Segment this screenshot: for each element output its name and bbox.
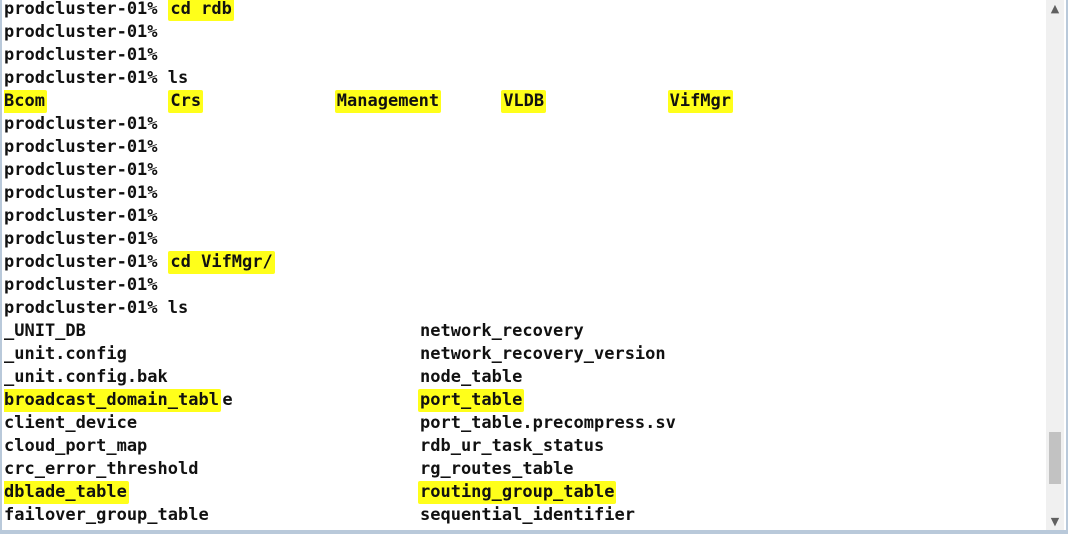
terminal-line: prodcluster-01% [4, 274, 1044, 297]
terminal-text: crc_error_threshold [4, 459, 199, 479]
terminal-line: dblade_table routing_group_table [4, 481, 1044, 504]
terminal-text: prodcluster-01% [4, 183, 158, 203]
terminal-text: prodcluster-01% [4, 160, 158, 180]
terminal-text: client_device [4, 413, 138, 433]
terminal-text: sequential_identifier [420, 505, 635, 525]
terminal-line: prodcluster-01% [4, 136, 1044, 159]
terminal-line: _UNIT_DB network_recovery [4, 320, 1044, 343]
highlighted-text: routing_group_table [418, 481, 617, 504]
highlighted-text: Crs [168, 90, 204, 113]
terminal-text: prodcluster-01% [4, 0, 168, 19]
terminal-line: prodcluster-01% cd VifMgr/ [4, 251, 1044, 274]
terminal-line: failover_group_table sequential_identifie… [4, 504, 1044, 527]
terminal-line: _unit.config network_recovery_version [4, 343, 1044, 366]
scroll-down-arrow-icon[interactable]: ▼ [1050, 515, 1060, 528]
terminal-text: prodcluster-01% [4, 206, 158, 226]
terminal-line: prodcluster-01% [4, 182, 1044, 205]
highlighted-text: VLDB [501, 90, 547, 113]
highlighted-text: Bcom [4, 90, 47, 113]
terminal-text: _unit.config [4, 344, 127, 364]
terminal-line: _unit.config.bak node_table [4, 366, 1044, 389]
terminal-text: prodcluster-01% [4, 252, 168, 272]
terminal-text: node_table [420, 367, 523, 387]
terminal-text: network_recovery [420, 321, 584, 341]
terminal-text: rg_routes_table [420, 459, 574, 479]
highlighted-text: cd VifMgr/ [168, 251, 275, 274]
terminal-text: rdb_ur_task_status [420, 436, 605, 456]
terminal-line: prodcluster-01% [4, 159, 1044, 182]
terminal-line: prodcluster-01% ls [4, 297, 1044, 320]
scroll-up-arrow-icon[interactable]: ▲ [1050, 2, 1060, 15]
highlighted-text: Management [334, 90, 442, 113]
highlighted-text: dblade_table [4, 481, 129, 504]
terminal-text: prodcluster-01% [4, 137, 158, 157]
highlighted-text: cd rdb [168, 0, 234, 21]
terminal-line: prodcluster-01% ls [4, 67, 1044, 90]
terminal-line: Bcom Crs Management VLDB VifMgr [4, 90, 1044, 113]
highlighted-text: VifMgr [667, 90, 734, 113]
highlighted-text: broadcast_domain_tabl [4, 389, 221, 412]
terminal-text: prodcluster-01% [4, 45, 158, 65]
terminal-line: prodcluster-01% [4, 228, 1044, 251]
terminal-text: prodcluster-01% ls [4, 298, 189, 318]
terminal-line: prodcluster-01% cd rdb [4, 0, 1044, 21]
terminal-text: e [222, 390, 233, 410]
vertical-scrollbar[interactable]: ▲ ▼ [1046, 0, 1064, 530]
terminal-line: client_device port_table.precompress.sv [4, 412, 1044, 435]
terminal-line: prodcluster-01% [4, 113, 1044, 136]
terminal-line: prodcluster-01% [4, 21, 1044, 44]
terminal-text: cloud_port_map [4, 436, 148, 456]
terminal-text: prodcluster-01% ls [4, 68, 189, 88]
terminal-line: prodcluster-01% [4, 205, 1044, 228]
terminal-line: prodcluster-01% [4, 44, 1044, 67]
terminal-text: prodcluster-01% [4, 114, 158, 134]
terminal-text: prodcluster-01% [4, 22, 158, 42]
terminal-text: prodcluster-01% [4, 229, 158, 249]
terminal-text: prodcluster-01% [4, 275, 158, 295]
terminal-text: network_recovery_version [420, 344, 666, 364]
terminal-text: failover_group_table [4, 505, 209, 525]
scrollbar-thumb[interactable] [1049, 432, 1061, 484]
terminal-text: _UNIT_DB [4, 321, 86, 341]
terminal-line: crc_error_threshold rg_routes_table [4, 458, 1044, 481]
terminal-text: _unit.config.bak [4, 367, 168, 387]
highlighted-text: port_table [418, 389, 525, 412]
terminal-line: cloud_port_map rdb_ur_task_status [4, 435, 1044, 458]
terminal-text: port_table.precompress.sv [420, 413, 676, 433]
